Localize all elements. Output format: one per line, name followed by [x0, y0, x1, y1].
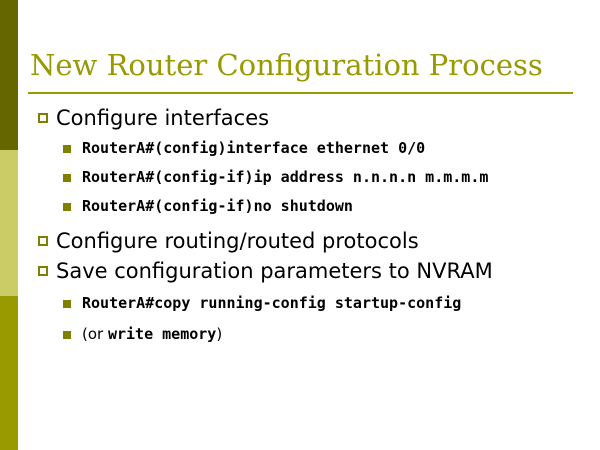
bullet-level1-configure-interfaces: Configure interfaces — [30, 104, 590, 132]
filled-square-bullet-icon — [63, 331, 71, 339]
spacer — [30, 285, 590, 293]
bullet-text: Save configuration parameters to NVRAM — [56, 259, 493, 283]
bullet-level1-save-configuration: Save configuration parameters to NVRAM — [30, 257, 590, 285]
sidebar-segment-top — [0, 0, 18, 150]
bullet-text-suffix: ) — [216, 325, 223, 343]
bullet-level2-write-memory: (or write memory) — [30, 324, 590, 345]
title-underline-rule — [28, 92, 573, 94]
spacer — [30, 217, 590, 227]
bullet-level2-no-shutdown: RouterA#(config-if)no shutdown — [30, 196, 590, 217]
bullet-text: RouterA#(config)interface ethernet 0/0 — [82, 139, 426, 157]
spacer — [30, 314, 590, 324]
spacer — [30, 188, 590, 196]
bullet-text-prefix: (or — [82, 325, 108, 343]
slide-body: Configure interfaces RouterA#(config)int… — [30, 104, 590, 345]
filled-square-bullet-icon — [63, 145, 71, 153]
bullet-level2-ip-address: RouterA#(config-if)ip address n.n.n.n m.… — [30, 167, 590, 188]
slide-accent-sidebar — [0, 0, 18, 450]
spacer — [30, 159, 590, 167]
bullet-text: RouterA#(config-if)no shutdown — [82, 197, 353, 215]
bullet-level2-interface-ethernet: RouterA#(config)interface ethernet 0/0 — [30, 138, 590, 159]
bullet-text: RouterA#copy running-config startup-conf… — [82, 294, 462, 312]
bullet-text-command: write memory — [107, 325, 217, 343]
hollow-square-bullet-icon — [38, 236, 48, 246]
filled-square-bullet-icon — [63, 174, 71, 182]
bullet-text: Configure routing/routed protocols — [56, 229, 419, 253]
bullet-level2-copy-running-config: RouterA#copy running-config startup-conf… — [30, 293, 590, 314]
filled-square-bullet-icon — [63, 203, 71, 211]
slide-title: New Router Configuration Process — [30, 48, 543, 82]
bullet-text: RouterA#(config-if)ip address n.n.n.n m.… — [82, 168, 489, 186]
bullet-level1-configure-routing: Configure routing/routed protocols — [30, 227, 590, 255]
bullet-text: Configure interfaces — [56, 106, 270, 130]
sidebar-segment-middle — [0, 150, 18, 296]
hollow-square-bullet-icon — [38, 113, 48, 123]
filled-square-bullet-icon — [63, 300, 71, 308]
sidebar-segment-bottom — [0, 296, 18, 450]
hollow-square-bullet-icon — [38, 266, 48, 276]
